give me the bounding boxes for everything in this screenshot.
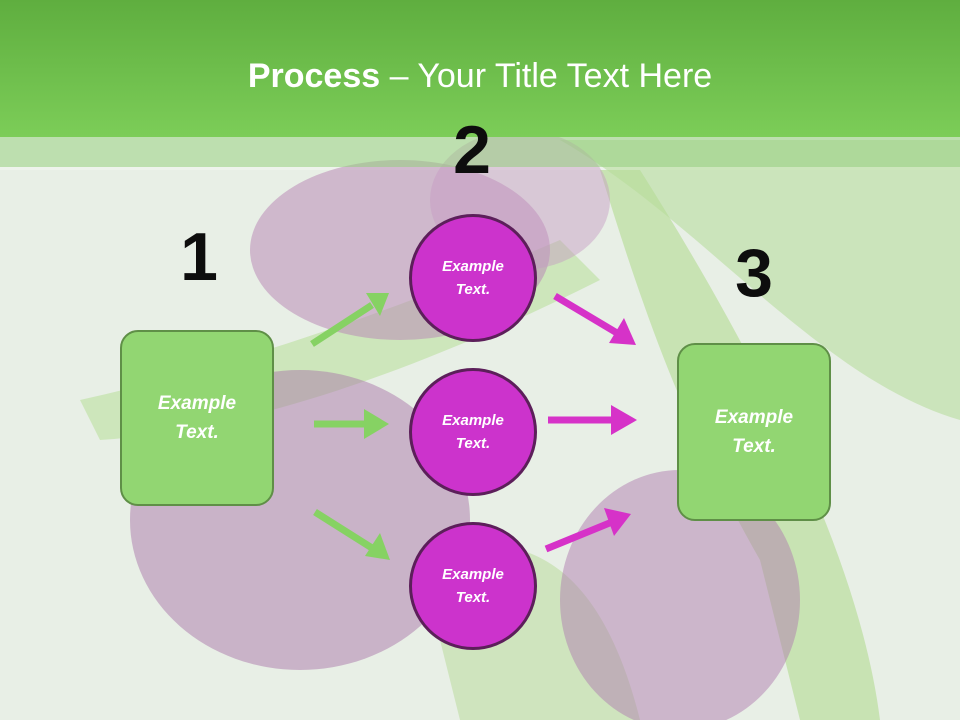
- top-circle-text: Example Text.: [442, 258, 504, 298]
- left-green-box[interactable]: Example Text.: [120, 330, 274, 506]
- middle-circle-text: Example Text.: [442, 412, 504, 452]
- magenta-arrow-down: [553, 292, 636, 345]
- title-strip: [0, 137, 960, 167]
- title-rest: – Your Title Text Here: [380, 57, 713, 95]
- bottom-circle[interactable]: Example Text.: [409, 522, 537, 650]
- middle-circle[interactable]: Example Text.: [409, 368, 537, 496]
- step-number-2: 2: [453, 112, 491, 188]
- step-number-3: 3: [735, 235, 773, 311]
- top-circle[interactable]: Example Text.: [409, 214, 537, 342]
- magenta-arrow-up: [544, 508, 631, 553]
- slide-title[interactable]: Process – Your Title Text Here: [0, 54, 960, 98]
- right-box-text: Example Text.: [714, 407, 794, 457]
- left-box-text: Example Text.: [157, 393, 237, 443]
- green-arrow-middle: [314, 409, 389, 439]
- right-green-box[interactable]: Example Text.: [677, 343, 831, 521]
- magenta-arrow-middle: [548, 405, 637, 435]
- title-bold: Process: [247, 57, 381, 95]
- bottom-circle-text: Example Text.: [442, 566, 504, 606]
- title-bar: [0, 0, 960, 137]
- green-arrow-down: [313, 509, 390, 560]
- step-number-1: 1: [180, 219, 218, 295]
- green-arrow-up: [310, 293, 389, 347]
